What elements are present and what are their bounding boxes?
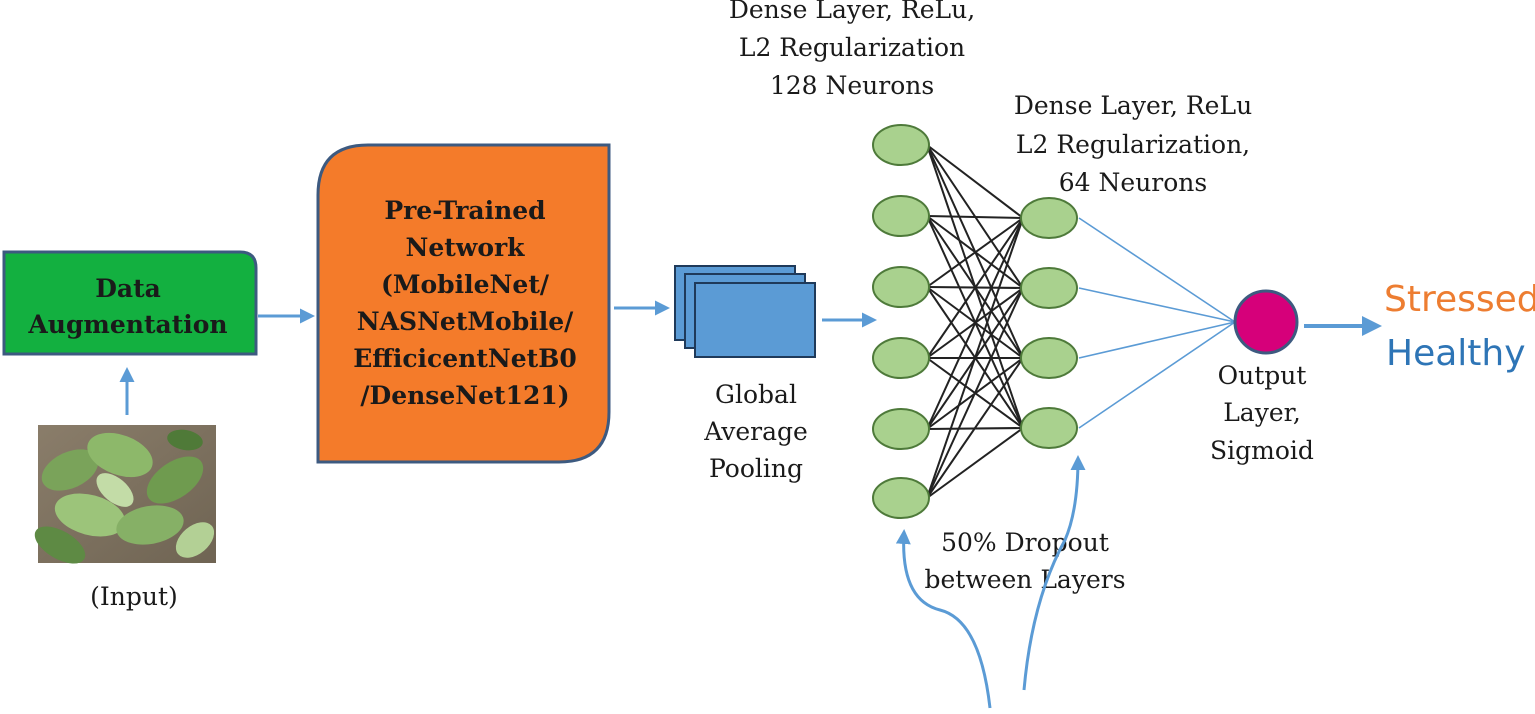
dense1-label-2: L2 Regularization	[739, 33, 965, 62]
connection-line	[926, 217, 1024, 499]
pretrained-label-3: (MobileNet/	[381, 270, 550, 299]
dropout-arrow-right	[1022, 455, 1086, 691]
dense1-label-1: Dense Layer, ReLu,	[729, 0, 975, 24]
neuron	[872, 124, 930, 166]
dropout-label-2: between Layers	[924, 565, 1125, 594]
neuron	[1020, 267, 1078, 309]
class-healthy: Healthy	[1386, 333, 1526, 374]
pretrained-label-6: /DenseNet121)	[360, 381, 569, 410]
neuron	[872, 408, 930, 450]
output-connection-line	[1078, 217, 1236, 323]
connection-line	[926, 287, 1024, 499]
connection-line	[926, 357, 1024, 499]
input-caption: (Input)	[90, 582, 178, 611]
pretrained-label-5: EfficicentNetB0	[353, 344, 576, 373]
output-label-3: Sigmoid	[1210, 436, 1314, 465]
dense2-label-2: L2 Regularization,	[1016, 130, 1250, 159]
neuron	[1020, 197, 1078, 239]
gap-label-2: Average	[703, 417, 808, 446]
dense-connections	[926, 144, 1024, 499]
data-augmentation-box	[2, 250, 258, 356]
pretrained-label-2: Network	[406, 233, 526, 262]
connection-line	[926, 215, 1024, 219]
gap-feature-maps	[674, 265, 816, 358]
neuron	[872, 477, 930, 519]
data-augmentation-label-1: Data	[95, 274, 161, 303]
connection-line	[926, 217, 1024, 359]
pretrained-label-4: NASNetMobile/	[357, 307, 574, 336]
data-augmentation-label-2: Augmentation	[27, 310, 227, 339]
dense2-label-3: 64 Neurons	[1059, 168, 1207, 197]
dropout-label-1: 50% Dropout	[941, 528, 1109, 557]
output-label-2: Layer,	[1223, 398, 1301, 427]
gap-label-1: Global	[715, 380, 797, 409]
dropout-arrow-left	[895, 529, 992, 709]
gap-label-3: Pooling	[709, 454, 803, 483]
connection-line	[926, 217, 1024, 430]
neuron	[872, 195, 930, 237]
output-connection-line	[1078, 321, 1236, 429]
class-stressed: Stressed	[1384, 279, 1535, 320]
output-connection-line	[1078, 287, 1236, 323]
neuron	[872, 266, 930, 308]
pretrained-label-1: Pre-Trained	[384, 196, 545, 225]
connection-line	[926, 427, 1024, 499]
output-connections	[1078, 217, 1236, 429]
dense-layer-64	[1020, 197, 1078, 449]
input-image	[34, 425, 216, 564]
output-label-1: Output	[1218, 361, 1307, 390]
connection-line	[926, 144, 1024, 219]
neuron	[1020, 337, 1078, 379]
dense-layer-128	[872, 124, 930, 519]
connection-line	[926, 217, 1024, 288]
neuron	[1020, 407, 1078, 449]
dense1-label-3: 128 Neurons	[770, 71, 934, 100]
dense2-label-1: Dense Layer, ReLu	[1014, 91, 1252, 120]
pretrained-network-box	[316, 143, 611, 464]
output-neuron	[1233, 289, 1299, 355]
output-connection-line	[1078, 321, 1236, 359]
neuron	[872, 337, 930, 379]
